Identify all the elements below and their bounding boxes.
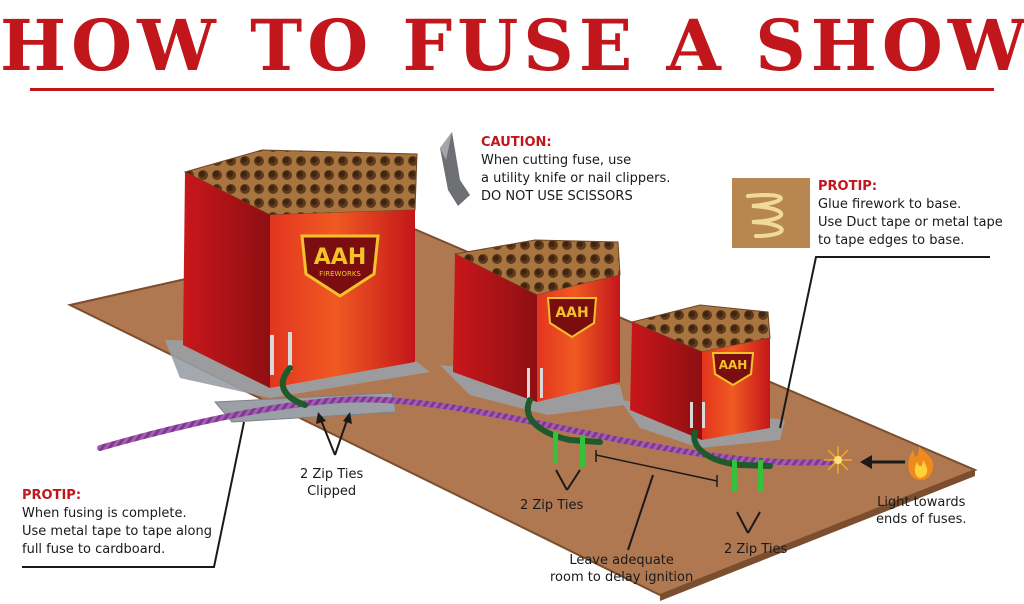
cake-small-fuse-post (690, 402, 693, 428)
protip-tape-heading: PROTIP: (22, 488, 82, 503)
cake-medium-fuse-post (527, 368, 530, 398)
caution-line: When cutting fuse, use (481, 153, 632, 168)
branch-fuse-small (691, 429, 773, 469)
brand-logo-text: AAH (314, 245, 366, 270)
branch-fuse-medium (524, 397, 603, 445)
cake-medium-front (453, 254, 537, 402)
zip-ties-mid (553, 432, 585, 467)
callout-line-tape (22, 421, 245, 568)
caution-line: a utility knife or nail clippers. (481, 171, 671, 186)
callout-line-glue (779, 256, 990, 429)
protip-glue-heading: PROTIP: (818, 179, 878, 194)
firework-cake-large (165, 149, 430, 398)
label-zip-ties-mid: 2 Zip Ties (520, 498, 584, 513)
arrow-pair-right (736, 511, 761, 534)
arrow-pair-mid (555, 469, 581, 491)
brand-logo-text: AAH (719, 358, 748, 372)
protip-glue-line: Use Duct tape or metal tape (818, 215, 1003, 230)
cake-small-fuse-post (702, 402, 705, 428)
cake-large-fuse-post (288, 332, 292, 372)
label-delay-line: Leave adequate (569, 553, 674, 568)
caution-note: CAUTION: When cutting fuse, use a utilit… (481, 134, 670, 206)
arrow-pair-clipped (320, 419, 348, 456)
page-title: HOW TO FUSE A SHOW (0, 4, 1024, 87)
brand-logo-subtext: FIREWORKS (319, 270, 361, 278)
protip-tape-line: When fusing is complete. (22, 506, 187, 521)
label-delay-line: room to delay ignition (550, 570, 694, 585)
label-light-fuses: Light towards ends of fuses. (876, 494, 967, 528)
spark-icon (824, 446, 852, 474)
label-light-line: Light towards (877, 495, 966, 510)
protip-tape-note: PROTIP: When fusing is complete. Use met… (22, 487, 212, 559)
caution-line: DO NOT USE SCISSORS (481, 189, 633, 204)
protip-glue-line: to tape edges to base. (818, 233, 965, 248)
arrow-head (343, 412, 352, 424)
brand-logo-medium: AAH (546, 297, 598, 339)
brand-logo-small: AAH (711, 352, 755, 387)
main-fuse (97, 396, 833, 466)
arrow-head (316, 412, 326, 424)
cake-large-fuse-post (270, 335, 274, 375)
cake-large-front (183, 172, 270, 388)
flame-arrow-head (860, 455, 872, 469)
label-light-line: ends of fuses. (876, 512, 967, 527)
protip-tape-line: full fuse to cardboard. (22, 542, 166, 557)
title-underline (30, 88, 994, 91)
cake-small-front (630, 322, 702, 440)
label-zip-ties-clipped-line: 2 Zip Ties (300, 467, 364, 482)
brand-logo-text: AAH (555, 305, 588, 321)
knife-icon (440, 132, 470, 206)
cake-medium-right (537, 275, 620, 402)
delay-bracket (595, 450, 718, 487)
cake-medium-fuse-post (540, 368, 543, 398)
glue-icon (732, 178, 810, 248)
firework-cake-small (620, 304, 785, 448)
flame-icon (908, 446, 934, 480)
firework-cake-medium (440, 239, 625, 415)
label-zip-ties-clipped-line: Clipped (307, 484, 357, 499)
label-zip-ties-right: 2 Zip Ties (724, 542, 788, 557)
protip-tape-line: Use metal tape to tape along (22, 524, 212, 539)
protip-glue-line: Glue firework to base. (818, 197, 962, 212)
label-zip-ties-clipped: 2 Zip Ties Clipped (300, 466, 363, 500)
branch-fuse-large (279, 365, 308, 408)
callout-line-delay (627, 474, 654, 551)
protip-glue-note: PROTIP: Glue firework to base. Use Duct … (818, 178, 1003, 250)
zip-ties-right (732, 460, 763, 492)
cardboard-base-edge (660, 470, 975, 601)
label-delay-ignition: Leave adequate room to delay ignition (550, 552, 693, 586)
brand-logo-large: AAH FIREWORKS (300, 234, 380, 298)
caution-heading: CAUTION: (481, 135, 552, 150)
